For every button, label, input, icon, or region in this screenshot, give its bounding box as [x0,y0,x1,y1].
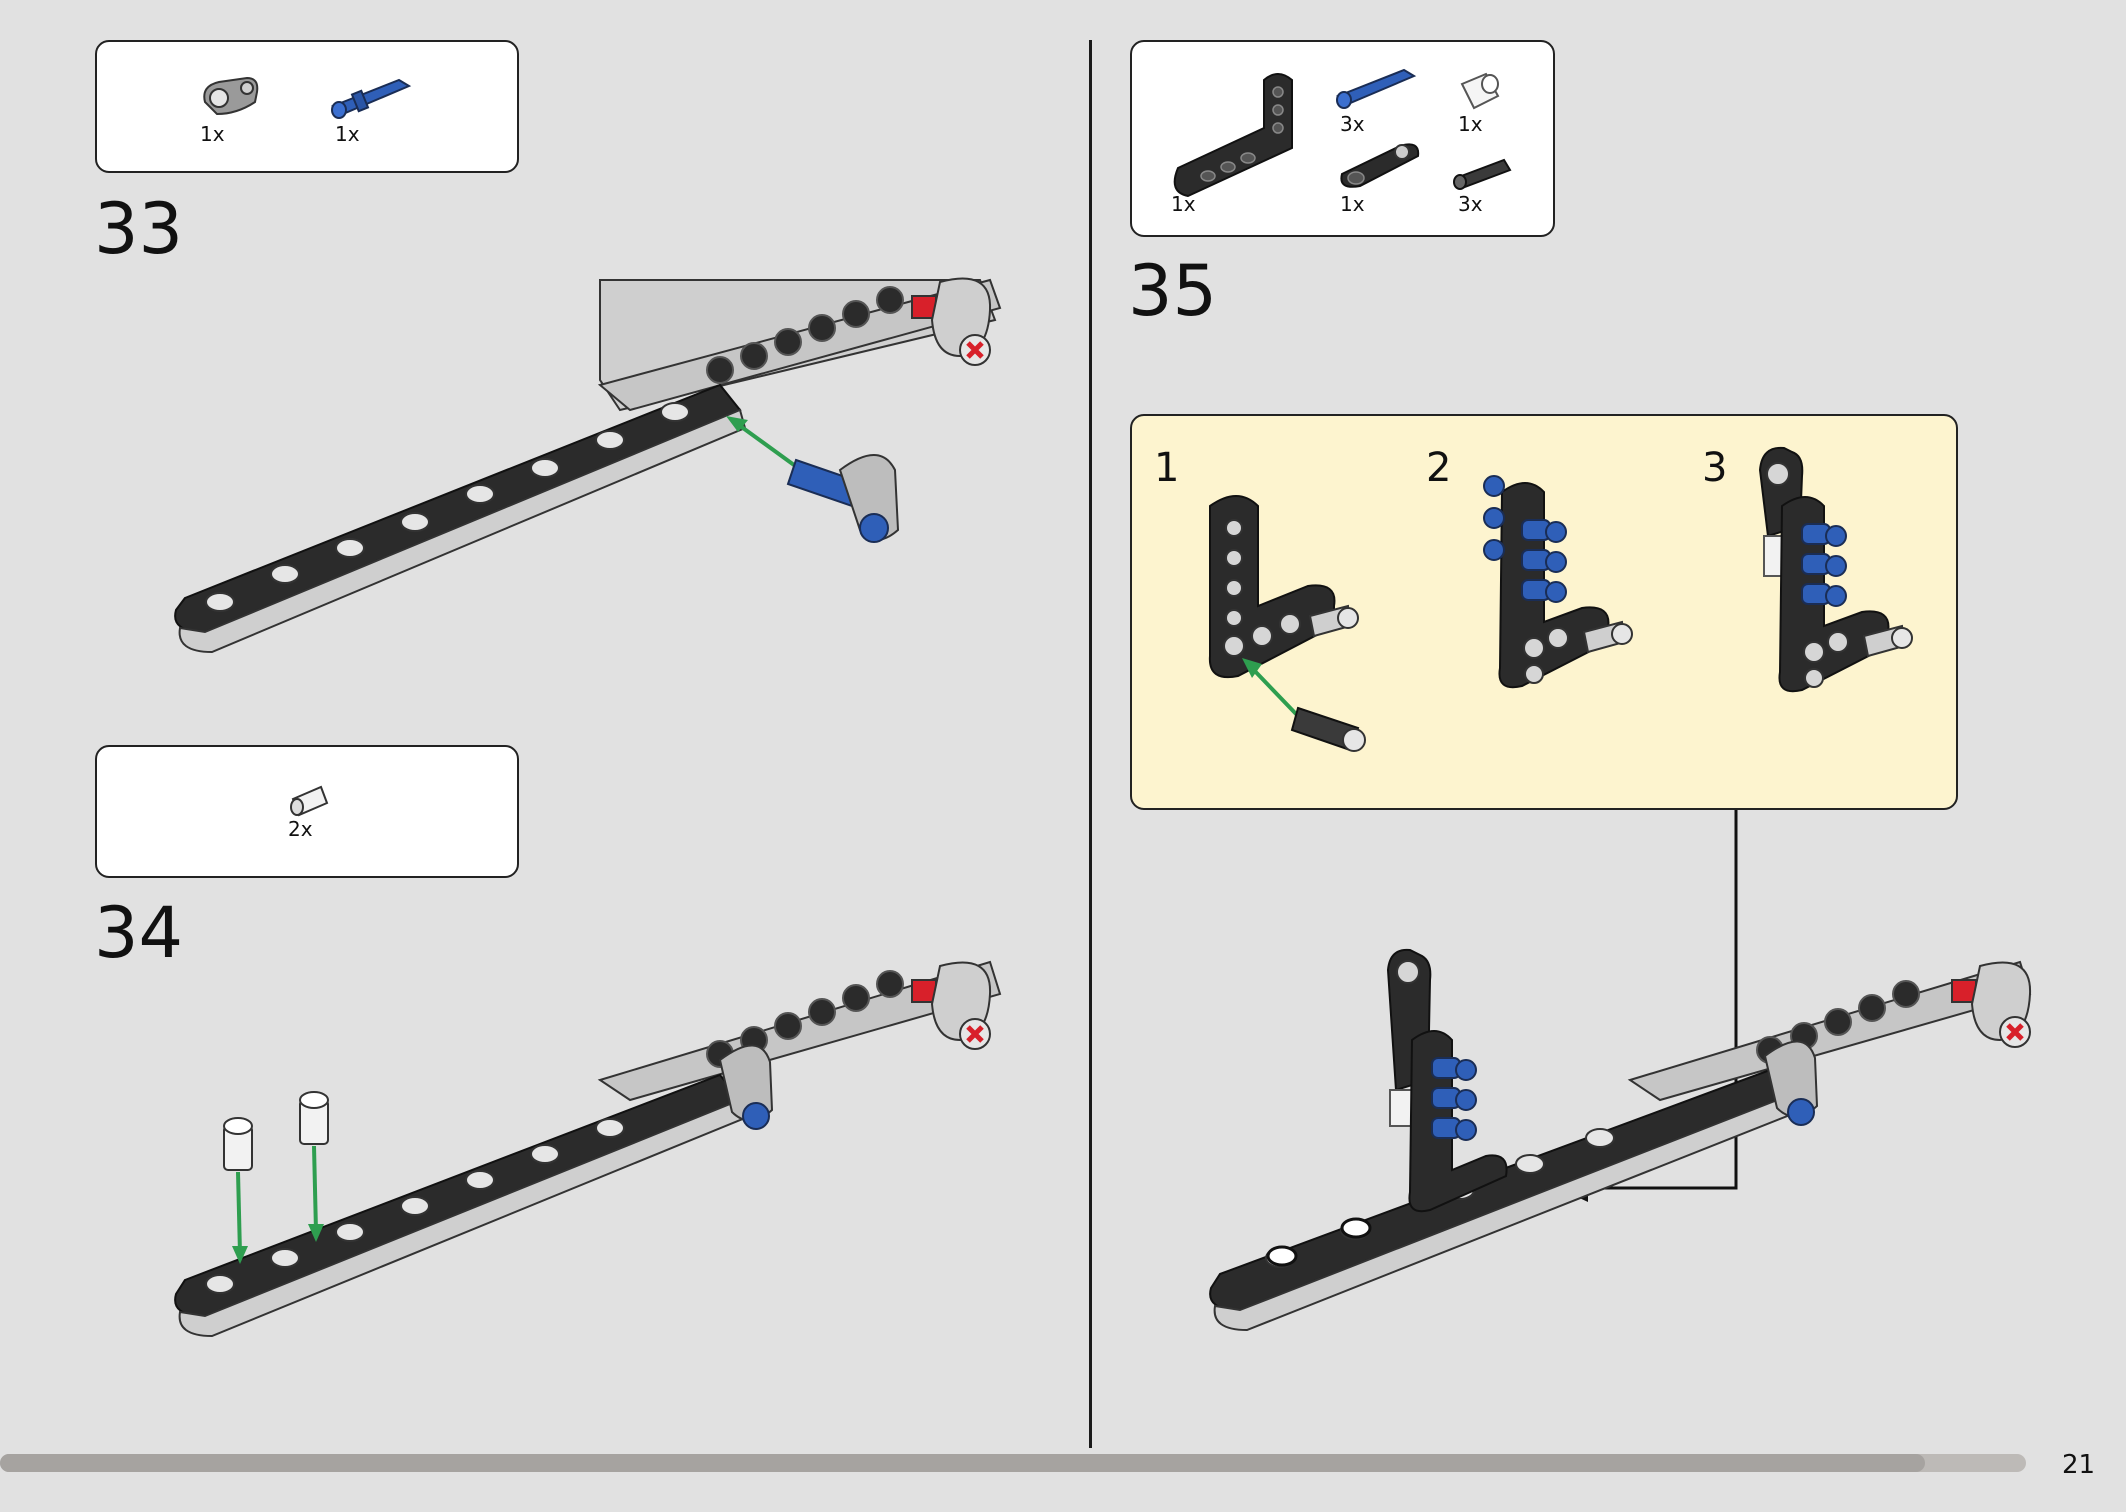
step-35-assembly [1209,948,2032,1332]
substep-number: 2 [1426,445,1452,491]
substep-2-assembly [1483,475,1633,689]
parts-box-step-34: 2x [95,745,519,878]
l-beam-icon [1173,73,1293,198]
part-qty: 1x [335,122,360,146]
dark-beam-icon [1340,143,1420,188]
substep-1-assembly [1208,495,1366,752]
substep-number: 3 [1702,445,1728,491]
substep-number: 1 [1154,445,1180,491]
parts-box-step-35: 1x 3x 1x 1x 3x [1130,40,1555,237]
white-bush-icon [1460,72,1500,110]
progress-fill [0,1454,1925,1472]
page-number: 21 [2062,1450,2096,1480]
progress-bar [0,1454,2026,1472]
part-qty: 2x [288,817,313,841]
blue-axle-pin-icon [331,78,412,119]
step-number-33: 33 [94,188,184,270]
parts-box-step-33: 1x 1x [95,40,519,173]
page-divider [1089,40,1092,1448]
white-bush-icon [290,785,329,817]
substep-callout: 1 2 3 [1130,414,1958,810]
gray-connector-icon [203,76,259,116]
step-number-34: 34 [94,892,184,974]
step-33-assembly [174,277,1002,654]
substep-3-assembly [1758,446,1913,693]
part-qty: 1x [1340,192,1365,216]
part-qty: 3x [1340,112,1365,136]
part-qty: 3x [1458,192,1483,216]
blue-axle-pin-icon [1336,68,1417,109]
part-qty: 1x [200,122,225,146]
part-qty: 1x [1171,192,1196,216]
step-34-assembly [174,960,1002,1338]
part-qty: 1x [1458,112,1483,136]
step-number-35: 35 [1128,250,1218,332]
black-pin-icon [1453,158,1512,190]
